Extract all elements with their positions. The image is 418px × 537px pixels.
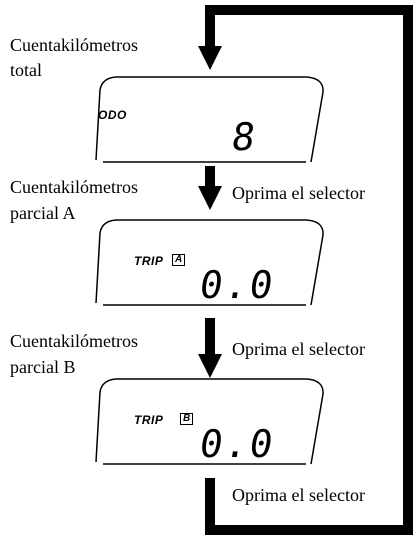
odo-display-value: 8	[228, 115, 260, 159]
return-loop-line	[205, 5, 413, 535]
trip-a-display-label: TRIP	[134, 254, 164, 268]
trip-a-display-frame	[95, 219, 324, 306]
trip-b-display-label: TRIP	[134, 413, 164, 427]
press-selector-instruction: Oprima el selector	[232, 183, 365, 203]
odo-title: Cuentakilómetros	[10, 35, 138, 55]
trip-a-title-line2: parcial A	[10, 203, 76, 223]
arrow-down-icon	[198, 354, 222, 378]
arrow-down-icon	[198, 46, 222, 70]
odo-title-line2: total	[10, 60, 42, 80]
trip-b-display-frame	[95, 378, 324, 465]
arrow-down-icon	[198, 186, 222, 210]
press-selector-instruction: Oprima el selector	[232, 339, 365, 359]
trip-b-title: Cuentakilómetros	[10, 331, 138, 351]
trip-a-badge: A	[172, 254, 186, 266]
odo-display-label: ODO	[98, 108, 127, 122]
trip-b-display-value: 0.0	[196, 422, 278, 466]
trip-a-display-value: 0.0	[196, 263, 278, 307]
trip-a-title: Cuentakilómetros	[10, 177, 138, 197]
odo-display-frame	[95, 76, 324, 163]
trip-b-title-line2: parcial B	[10, 357, 76, 377]
press-selector-instruction: Oprima el selector	[232, 485, 365, 505]
trip-b-badge: B	[180, 413, 194, 425]
